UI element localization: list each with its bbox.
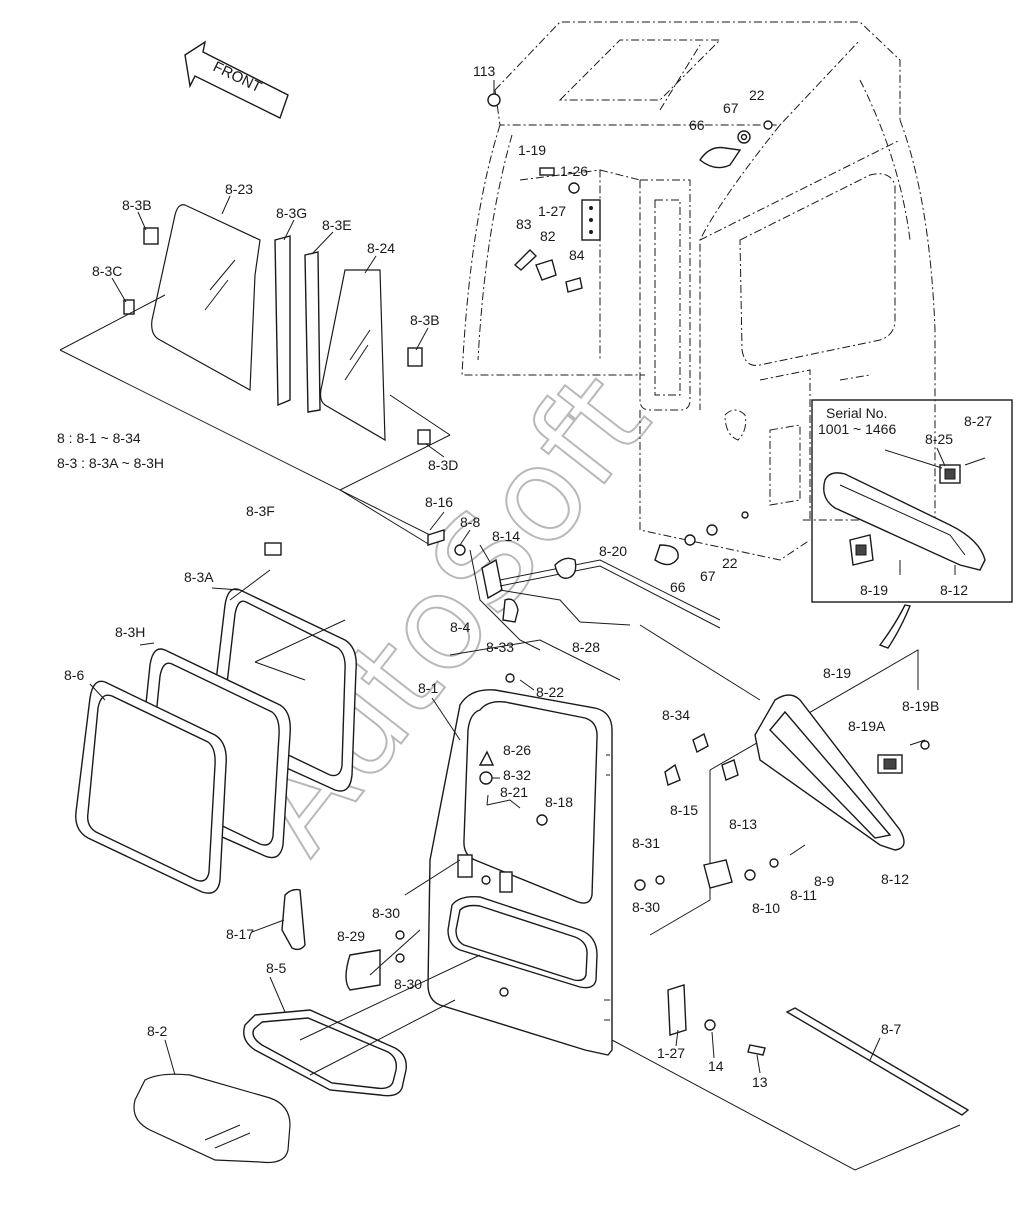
- part-label: 8-7: [881, 1021, 901, 1037]
- part-label: 8-20: [599, 543, 627, 559]
- door-seals: [75, 542, 357, 894]
- part-label: 66: [689, 117, 705, 133]
- part-label: 8-22: [536, 684, 564, 700]
- part-label: 8-17: [226, 926, 254, 942]
- part-label: 8-23: [225, 181, 253, 197]
- part-label: 8-24: [367, 240, 395, 256]
- inset-title: Serial No.: [826, 405, 887, 421]
- part-label: 8-33: [486, 639, 514, 655]
- part-label: 66: [670, 579, 686, 595]
- part-label: 8-30: [394, 976, 422, 992]
- part-label: 8-2: [147, 1023, 167, 1039]
- part-label: 8-15: [670, 802, 698, 818]
- serial-inset-box: Serial No. 1001 ~ 1466 8-27 8-25 8-19 8-…: [811, 399, 1013, 603]
- part-labels: 113 67 22 66 1-19 1-26 1-27 83 82 84 8-2…: [64, 63, 939, 1090]
- part-label: 8-3H: [115, 624, 145, 640]
- part-label: 8-19B: [902, 698, 939, 714]
- inset-label-8-12: 8-12: [940, 582, 968, 598]
- part-label: 8-10: [752, 900, 780, 916]
- inset-label-8-19: 8-19: [860, 582, 888, 598]
- front-arrow-text: FRONT: [210, 58, 264, 96]
- door-lock-linkage: [427, 511, 761, 786]
- part-label: 8-3B: [410, 312, 440, 328]
- note-line-1: 8 : 8-1 ~ 8-34: [57, 430, 141, 446]
- inset-label-8-27: 8-27: [964, 413, 992, 429]
- part-label: 84: [569, 247, 585, 263]
- part-label: 8-3A: [184, 569, 214, 585]
- lower-parts: [133, 859, 970, 1171]
- part-label: 8-16: [425, 494, 453, 510]
- part-label: 8-11: [790, 887, 817, 903]
- part-label: 8-26: [503, 742, 531, 758]
- part-label: 1-27: [538, 203, 566, 219]
- part-label: 8-19: [823, 665, 851, 681]
- part-label: 8-5: [266, 960, 286, 976]
- inset-pointer: [878, 604, 911, 649]
- cab-door: [427, 673, 613, 1056]
- part-label: 8-14: [492, 528, 520, 544]
- part-label: 8-30: [632, 899, 660, 915]
- part-label: 8-3E: [322, 217, 352, 233]
- part-label: 8-9: [814, 873, 834, 889]
- part-label: 8-19A: [848, 718, 886, 734]
- part-label: 8-4: [450, 619, 470, 635]
- front-arrow: FRONT: [184, 40, 289, 119]
- part-label: 83: [516, 216, 532, 232]
- part-label: 67: [700, 568, 716, 584]
- part-label: 8-34: [662, 707, 690, 723]
- part-label: 67: [723, 100, 739, 116]
- inset-label-8-25: 8-25: [925, 431, 953, 447]
- part-label: 8-30: [372, 905, 400, 921]
- part-label: 8-1: [418, 680, 438, 696]
- note-line-2: 8-3 : 8-3A ~ 8-3H: [57, 455, 164, 471]
- part-label: 1-27: [657, 1045, 685, 1061]
- part-label: 1-19: [518, 142, 546, 158]
- striker-assembly: [634, 649, 930, 936]
- cab-hardware: [487, 80, 773, 293]
- part-label: 1-26: [560, 163, 588, 179]
- part-label: 8-12: [881, 871, 909, 887]
- part-label: 8-3C: [92, 263, 122, 279]
- leader-lines: [89, 195, 881, 1076]
- part-label: 8-21: [500, 784, 528, 800]
- part-label: 8-13: [729, 816, 757, 832]
- cab-frame: [461, 21, 936, 561]
- part-label: 14: [708, 1058, 724, 1074]
- part-label: 8-28: [572, 639, 600, 655]
- part-label: 82: [540, 228, 556, 244]
- part-label: 22: [749, 87, 765, 103]
- part-label: 8-3G: [276, 205, 307, 221]
- part-label: 8-29: [337, 928, 365, 944]
- part-label: 8-6: [64, 667, 84, 683]
- part-label: 8-31: [632, 835, 660, 851]
- inset-range: 1001 ~ 1466: [818, 421, 896, 437]
- part-label: 13: [752, 1074, 768, 1090]
- upper-glass-parts: [59, 204, 451, 546]
- part-label: 22: [722, 555, 738, 571]
- part-label: 8-3B: [122, 197, 152, 213]
- part-label: 113: [473, 63, 496, 79]
- part-label: 8-3F: [246, 503, 275, 519]
- part-label: 8-3D: [428, 457, 458, 473]
- part-label: 8-8: [460, 514, 480, 530]
- part-label: 8-18: [545, 794, 573, 810]
- part-label: 8-32: [503, 767, 531, 783]
